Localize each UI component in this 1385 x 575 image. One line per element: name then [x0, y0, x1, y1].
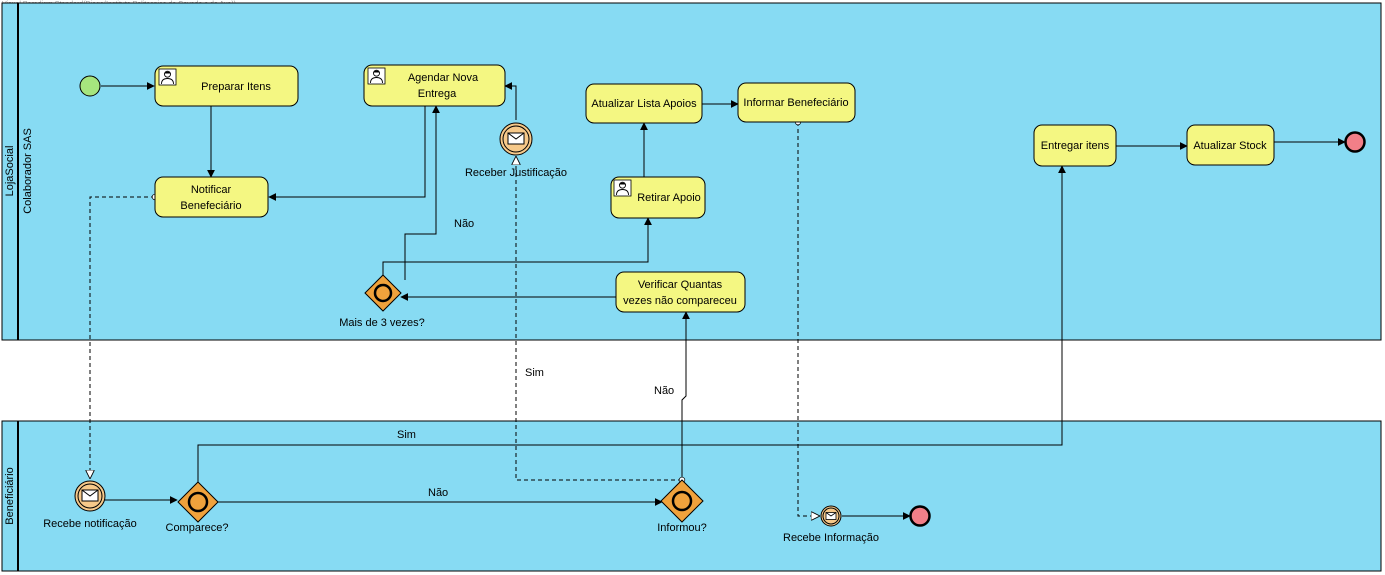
- pool-beneficiario: Beneficiário: [1, 420, 1382, 572]
- end-event-top[interactable]: [1344, 131, 1366, 153]
- event-based-marker-icon: [373, 283, 393, 303]
- task-label-line-1: Agendar Nova: [408, 72, 479, 84]
- user-icon: [367, 67, 386, 85]
- task-retirar-apoio[interactable]: Retirar Apoio: [610, 176, 706, 219]
- task-atualizar-lista-apoios[interactable]: Atualizar Lista Apoios: [585, 83, 703, 124]
- task-label: Preparar Itens: [201, 81, 271, 93]
- gateway-label-mais-de-3-vezes: Mais de 3 vezes?: [339, 317, 425, 329]
- flow-gateway-to-agendar: [404, 105, 440, 280]
- end-event-bottom[interactable]: [909, 505, 931, 527]
- gateway-mais-de-3-vezes[interactable]: [364, 274, 402, 312]
- event-label-recebe-informacao: Recebe Informação: [783, 532, 879, 544]
- pool-label: LojaSocial: [4, 146, 16, 197]
- task-label: Entregar itens: [1041, 140, 1110, 152]
- task-notificar-beneficiario[interactable]: Notificar Benefeciário: [154, 176, 269, 218]
- gateway-label-informou: Informou?: [657, 522, 707, 534]
- event-based-marker-icon: [187, 491, 209, 513]
- event-recebe-notificacao[interactable]: [74, 480, 106, 512]
- message-flows: [90, 122, 819, 516]
- task-label: Retirar Apoio: [637, 192, 701, 204]
- flow-label-nao-comparece: Não: [428, 487, 448, 499]
- flow-label-nao-informou: Não: [654, 385, 674, 397]
- gateway-label-comparece: Comparece?: [166, 522, 229, 534]
- task-label-line-2: vezes não compareceu: [623, 295, 737, 307]
- message-flow-informou-to-receber: [516, 157, 682, 480]
- lane-label-beneficiario: Beneficiário: [4, 467, 16, 524]
- message-flow-informar-to-recebe-info: [798, 122, 819, 516]
- envelope-icon: [81, 489, 99, 502]
- flow-label-sim-comparece: Sim: [397, 429, 416, 441]
- task-label-line-1: Notificar: [191, 184, 232, 196]
- event-receber-justificacao[interactable]: [499, 122, 533, 156]
- flow-label-nao-gateway: Não: [454, 218, 474, 230]
- task-atualizar-stock[interactable]: Atualizar Stock: [1186, 124, 1275, 166]
- event-label-receber-justificacao: Receber Justificação: [465, 167, 567, 179]
- message-flow-notificar-to-recebe: [90, 197, 155, 478]
- task-label: Informar Benefeciário: [743, 97, 848, 109]
- user-icon: [158, 68, 177, 86]
- task-preparar-itens[interactable]: Preparar Itens: [154, 65, 299, 107]
- task-verificar-quantas-vezes[interactable]: Verificar Quantas vezes não compareceu: [615, 271, 746, 313]
- flow-receber-to-agendar: [504, 82, 517, 120]
- task-entregar-itens[interactable]: Entregar itens: [1033, 124, 1117, 167]
- gateway-informou[interactable]: [660, 479, 704, 523]
- user-icon: [613, 179, 632, 197]
- event-label-recebe-notificacao: Recebe notificação: [43, 518, 137, 530]
- task-label-line-2: Benefeciário: [180, 200, 241, 212]
- envelope-icon: [507, 132, 525, 145]
- envelope-icon: [825, 512, 837, 520]
- task-label: Atualizar Stock: [1193, 140, 1267, 152]
- event-recebe-informacao[interactable]: [820, 505, 842, 527]
- task-agendar-nova-entrega[interactable]: Agendar Nova Entrega: [363, 64, 506, 107]
- task-label: Atualizar Lista Apoios: [591, 98, 697, 110]
- flow-label-sim-message: Sim: [525, 367, 544, 379]
- task-label-line-2: Entrega: [418, 88, 457, 100]
- event-based-marker-icon: [671, 490, 693, 512]
- task-informar-beneficiario[interactable]: Informar Benefeciário: [737, 82, 856, 123]
- task-label-line-1: Verificar Quantas: [638, 279, 723, 291]
- gateway-comparece[interactable]: [177, 481, 219, 523]
- lane-label-colaborador: Colaborador SAS: [22, 128, 34, 214]
- start-event[interactable]: [79, 75, 101, 97]
- flow-agendar-to-notificar: [268, 106, 426, 201]
